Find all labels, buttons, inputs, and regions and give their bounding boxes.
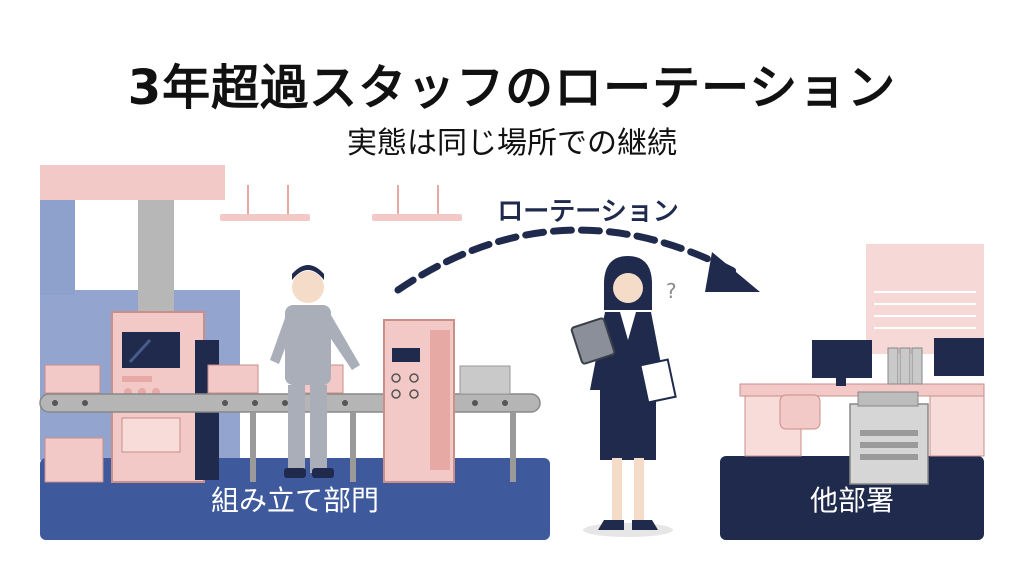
other-department-scene: [720, 244, 985, 540]
page-title: 3年超過スタッフのローテーション: [127, 60, 897, 116]
rotation-arrow: [394, 226, 760, 294]
control-unit: [383, 319, 455, 483]
other-department-label: 他部署: [810, 484, 894, 517]
factory-worker: [270, 265, 360, 478]
assembly-department-label: 組み立て部門: [211, 484, 379, 517]
assembly-department-scene: [39, 165, 550, 540]
printer: [849, 391, 929, 485]
question-mark: ?: [666, 279, 677, 303]
rotation-label: ローテーション: [497, 197, 678, 227]
page-subtitle: 実態は同じ場所での継続: [347, 126, 677, 161]
businesswoman: [570, 256, 677, 537]
